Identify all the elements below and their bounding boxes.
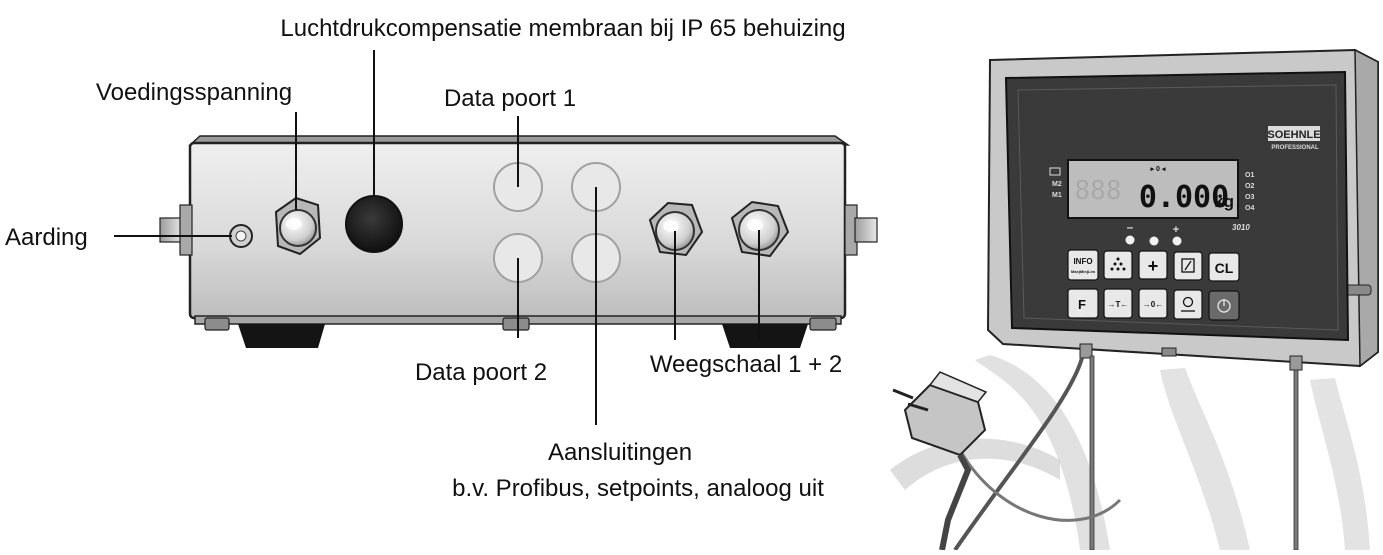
mark-m2: M2 — [1052, 181, 1062, 188]
info-key-sub: Max|Min|Lim — [1071, 269, 1095, 274]
lcd-display — [1067, 159, 1239, 219]
led-plus-label: + — [1173, 224, 1179, 236]
tare-key-label: →T← — [1108, 300, 1129, 309]
led-under-icon — [1125, 235, 1135, 245]
brand-sub: PROFESSIONAL — [1271, 145, 1319, 151]
led-minus-label: – — [1127, 220, 1134, 234]
info-key[interactable] — [1067, 249, 1099, 281]
brand-logo: SOEHNLE — [1267, 129, 1320, 141]
output-o2: O2 — [1245, 183, 1254, 190]
function-key[interactable] — [1067, 288, 1099, 319]
label-connections-sub: b.v. Profibus, setpoints, analoog uit — [452, 475, 824, 502]
pressure-membrane — [345, 195, 403, 253]
output-o4: O4 — [1245, 205, 1254, 212]
mounting-bolt-left — [159, 217, 183, 243]
clear-key-label: CL — [1215, 260, 1234, 276]
function-key-label: F — [1078, 297, 1086, 312]
tare-key[interactable] — [1103, 288, 1133, 319]
led-ok-icon — [1149, 236, 1159, 246]
zero-key-label: →0← — [1143, 300, 1163, 309]
battery-icon — [1049, 167, 1061, 176]
screw-icon — [204, 317, 230, 331]
output-o1: O1 — [1245, 172, 1254, 179]
label-ground: Aarding — [5, 224, 88, 251]
label-membrane: Luchtdrukcompensatie membraan bij IP 65 … — [280, 15, 845, 42]
clear-key[interactable] — [1208, 252, 1240, 282]
enter-icon — [1182, 296, 1194, 308]
screw-icon — [809, 317, 837, 331]
label-scales: Weegschaal 1 + 2 — [650, 351, 842, 378]
model-number: 3010 — [1232, 223, 1250, 232]
indicator-front-view: SOEHNLE PROFESSIONAL 888 0.000 kg ▸ 0 ◂ … — [890, 48, 1379, 552]
enter-key[interactable] — [1173, 289, 1203, 320]
power-cable-gland — [274, 196, 322, 256]
foot-left — [238, 324, 325, 348]
label-data-port-1: Data poort 1 — [444, 85, 576, 112]
leader-lines — [114, 50, 760, 425]
count-key[interactable] — [1103, 250, 1133, 280]
screw-icon — [502, 317, 530, 331]
lcd-reading: 0.000 — [1139, 180, 1229, 215]
pieces-icon — [1110, 257, 1126, 271]
output-o3: O3 — [1245, 194, 1254, 201]
label-connections-title: Aansluitingen — [548, 439, 692, 466]
zero-key[interactable] — [1138, 288, 1168, 319]
plus-key-label: + — [1148, 256, 1159, 276]
label-supply: Voedingsspanning — [96, 79, 292, 106]
lcd-unit: kg — [1214, 192, 1234, 211]
foot-right — [722, 324, 808, 348]
plus-key[interactable] — [1138, 250, 1168, 280]
mark-m1: M1 — [1052, 192, 1062, 199]
side-switch-icon — [1344, 284, 1372, 296]
scale-cable-gland-1 — [648, 201, 704, 257]
led-over-icon — [1172, 236, 1182, 246]
svg-text:888: 888 — [1075, 176, 1122, 206]
lcd-zero-marker: ▸ 0 ◂ — [1150, 166, 1166, 173]
label-data-port-2: Data poort 2 — [415, 359, 547, 386]
power-plug-icon — [892, 371, 988, 551]
labels: Luchtdrukcompensatie membraan bij IP 65 … — [5, 15, 846, 502]
keypad: INFO Max|Min|Lim + CL — [1067, 249, 1240, 282]
print-icon — [1181, 258, 1195, 273]
info-key-label: INFO — [1073, 257, 1092, 266]
